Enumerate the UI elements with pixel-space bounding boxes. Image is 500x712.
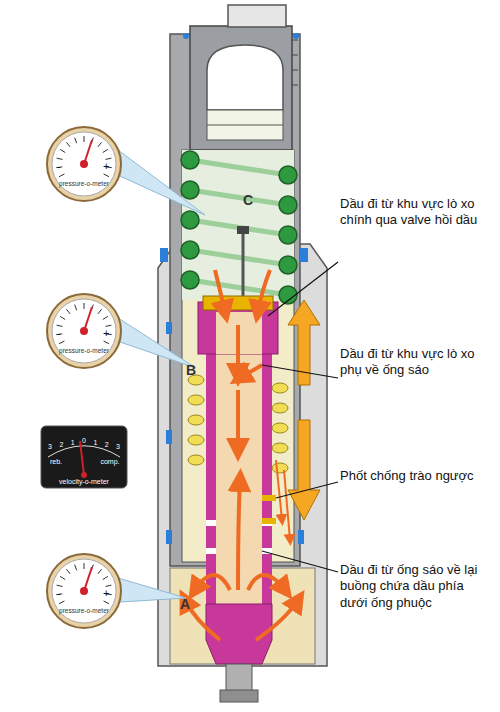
pressure-gauge: - + pressure-o-meter xyxy=(45,292,123,370)
gauge-text: 2 xyxy=(59,441,63,448)
gauge-text: 1 xyxy=(93,439,97,446)
gauge-text: - xyxy=(57,161,61,172)
gauge-text: velocity-o-meter xyxy=(59,478,109,485)
gauge-text: 3 xyxy=(48,443,52,450)
chamber-letter: A xyxy=(180,596,190,612)
chamber-letter: B xyxy=(186,362,196,378)
chamber-letter: C xyxy=(243,192,253,208)
pressure-gauge: - + pressure-o-meter xyxy=(45,125,123,203)
gauge-text: comp. xyxy=(100,458,119,465)
gauge-face xyxy=(45,125,123,203)
callout-text: Dầu đi từ khu vực lò xo phụ về ống sáo xyxy=(340,346,490,379)
gauge-text: + xyxy=(103,328,109,339)
gauge-text: pressure-o-meter xyxy=(59,608,109,615)
gauge-text: pressure-o-meter xyxy=(59,181,109,188)
gauge-text: 2 xyxy=(105,441,109,448)
gauge-text: - xyxy=(57,328,61,339)
gauge-text: + xyxy=(103,588,109,599)
callout-text: Phốt chống trào ngược xyxy=(340,468,490,484)
gauge-text: pressure-o-meter xyxy=(59,348,109,355)
gauge-text: 1 xyxy=(71,439,75,446)
pressure-gauge: - + pressure-o-meter xyxy=(45,552,123,630)
gauge-face xyxy=(45,552,123,630)
gauge-text: 0 xyxy=(82,437,86,444)
gauge-text: - xyxy=(57,588,61,599)
callout-text: Dầu đi từ ống sáo về lại buồng chứa dầu … xyxy=(340,562,490,611)
gauge-text: 3 xyxy=(116,443,120,450)
gauge-text: + xyxy=(103,161,109,172)
gauge-face xyxy=(45,292,123,370)
gauge-text: reb. xyxy=(50,458,62,465)
callout-text: Dầu đi từ khu vực lò xo chính qua valve … xyxy=(340,196,490,229)
velocity-gauge: 3210123reb.comp.velocity-o-meter xyxy=(40,425,128,489)
